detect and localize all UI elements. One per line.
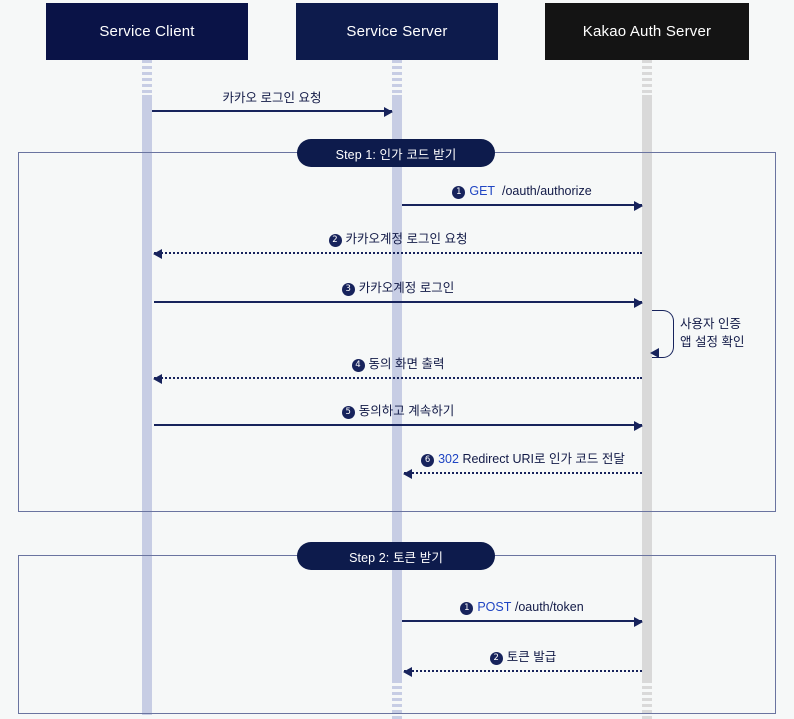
lifeline-kakao-auth-server [642, 60, 652, 719]
message-label: 카카오 로그인 요청 [152, 91, 392, 105]
message-line-dotted [154, 252, 642, 254]
arrowhead-left-icon [153, 373, 162, 384]
message-line-solid [152, 110, 392, 112]
message-http-verb: GET [469, 184, 496, 198]
message-text: /oauth/authorize [502, 184, 592, 198]
lifeline-service-server [392, 60, 402, 719]
lifeline-dash-top-kakao [642, 60, 652, 95]
lifeline-dash-top-client [142, 60, 152, 95]
actor-label-kakao-auth-server: Kakao Auth Server [582, 23, 712, 40]
message-line-solid [154, 424, 642, 426]
lifeline-solid-client [142, 95, 152, 715]
lifeline-solid-kakao [642, 95, 652, 680]
actor-box-service-server: Service Server [296, 3, 498, 60]
message-status-code: 302 [438, 452, 459, 466]
step-badge-1: Step 1: 인가 코드 받기 [297, 139, 495, 167]
message-number-badge: 1 [452, 186, 466, 199]
message-text: 카카오계정 로그인 [358, 281, 455, 295]
step-badge-1-label: Step 1: 인가 코드 받기 [335, 147, 457, 162]
message-line-solid [402, 204, 642, 206]
self-message-line-2: 앱 설정 확인 [680, 335, 745, 349]
message-text: 토큰 발급 [506, 650, 557, 664]
message-kakao-login-request: 카카오 로그인 요청 [152, 84, 393, 118]
message-text: 동의 화면 출력 [368, 357, 445, 371]
arrowhead-left-icon [650, 348, 659, 358]
message-text: Redirect URI로 인가 코드 전달 [462, 452, 625, 466]
message-line-dotted [154, 377, 642, 379]
message-line-solid [154, 301, 642, 303]
arrowhead-left-icon [153, 248, 162, 259]
lifeline-dash-bottom-server [392, 680, 402, 719]
arrowhead-left-icon [403, 666, 412, 677]
message-number-badge: 1 [460, 602, 474, 615]
lifeline-dash-top-server [392, 60, 402, 95]
lifeline-solid-server [392, 95, 402, 680]
message-number-badge: 2 [328, 234, 342, 247]
actor-label-service-client: Service Client [99, 23, 195, 40]
message-text: 동의하고 계속하기 [358, 404, 455, 418]
message-text: /oauth/token [514, 600, 584, 614]
lifeline-service-client [142, 60, 152, 719]
arrowhead-right-icon [384, 106, 393, 117]
arrowhead-right-icon [634, 616, 643, 627]
message-number-badge: 2 [489, 652, 503, 665]
message-number-badge: 4 [351, 359, 365, 372]
arrowhead-left-icon [403, 468, 412, 479]
message-text: 카카오 로그인 요청 [222, 91, 322, 105]
message-number-badge: 5 [341, 406, 355, 419]
actor-label-service-server: Service Server [346, 23, 448, 40]
self-message-user-auth-app-settings: 사용자 인증 앱 설정 확인 [650, 310, 782, 360]
message-line-solid [402, 620, 642, 622]
arrowhead-right-icon [634, 200, 643, 211]
arrowhead-right-icon [634, 420, 643, 431]
step-frame-2 [18, 555, 776, 714]
self-message-bracket-icon [652, 310, 674, 358]
step-badge-2: Step 2: 토큰 받기 [297, 542, 495, 570]
message-http-verb: POST [477, 600, 512, 614]
message-line-dotted [404, 670, 642, 672]
self-message-text: 사용자 인증 앱 설정 확인 [680, 315, 744, 351]
message-text: 카카오계정 로그인 요청 [345, 232, 468, 246]
self-message-line-1: 사용자 인증 [680, 317, 741, 331]
message-number-badge: 3 [341, 283, 355, 296]
actor-box-kakao-auth-server: Kakao Auth Server [545, 3, 749, 60]
lifeline-dash-bottom-kakao [642, 680, 652, 719]
message-line-dotted [404, 472, 642, 474]
arrowhead-right-icon [634, 297, 643, 308]
message-number-badge: 6 [421, 454, 435, 467]
step-badge-2-label: Step 2: 토큰 받기 [349, 550, 443, 565]
actor-box-service-client: Service Client [46, 3, 248, 60]
